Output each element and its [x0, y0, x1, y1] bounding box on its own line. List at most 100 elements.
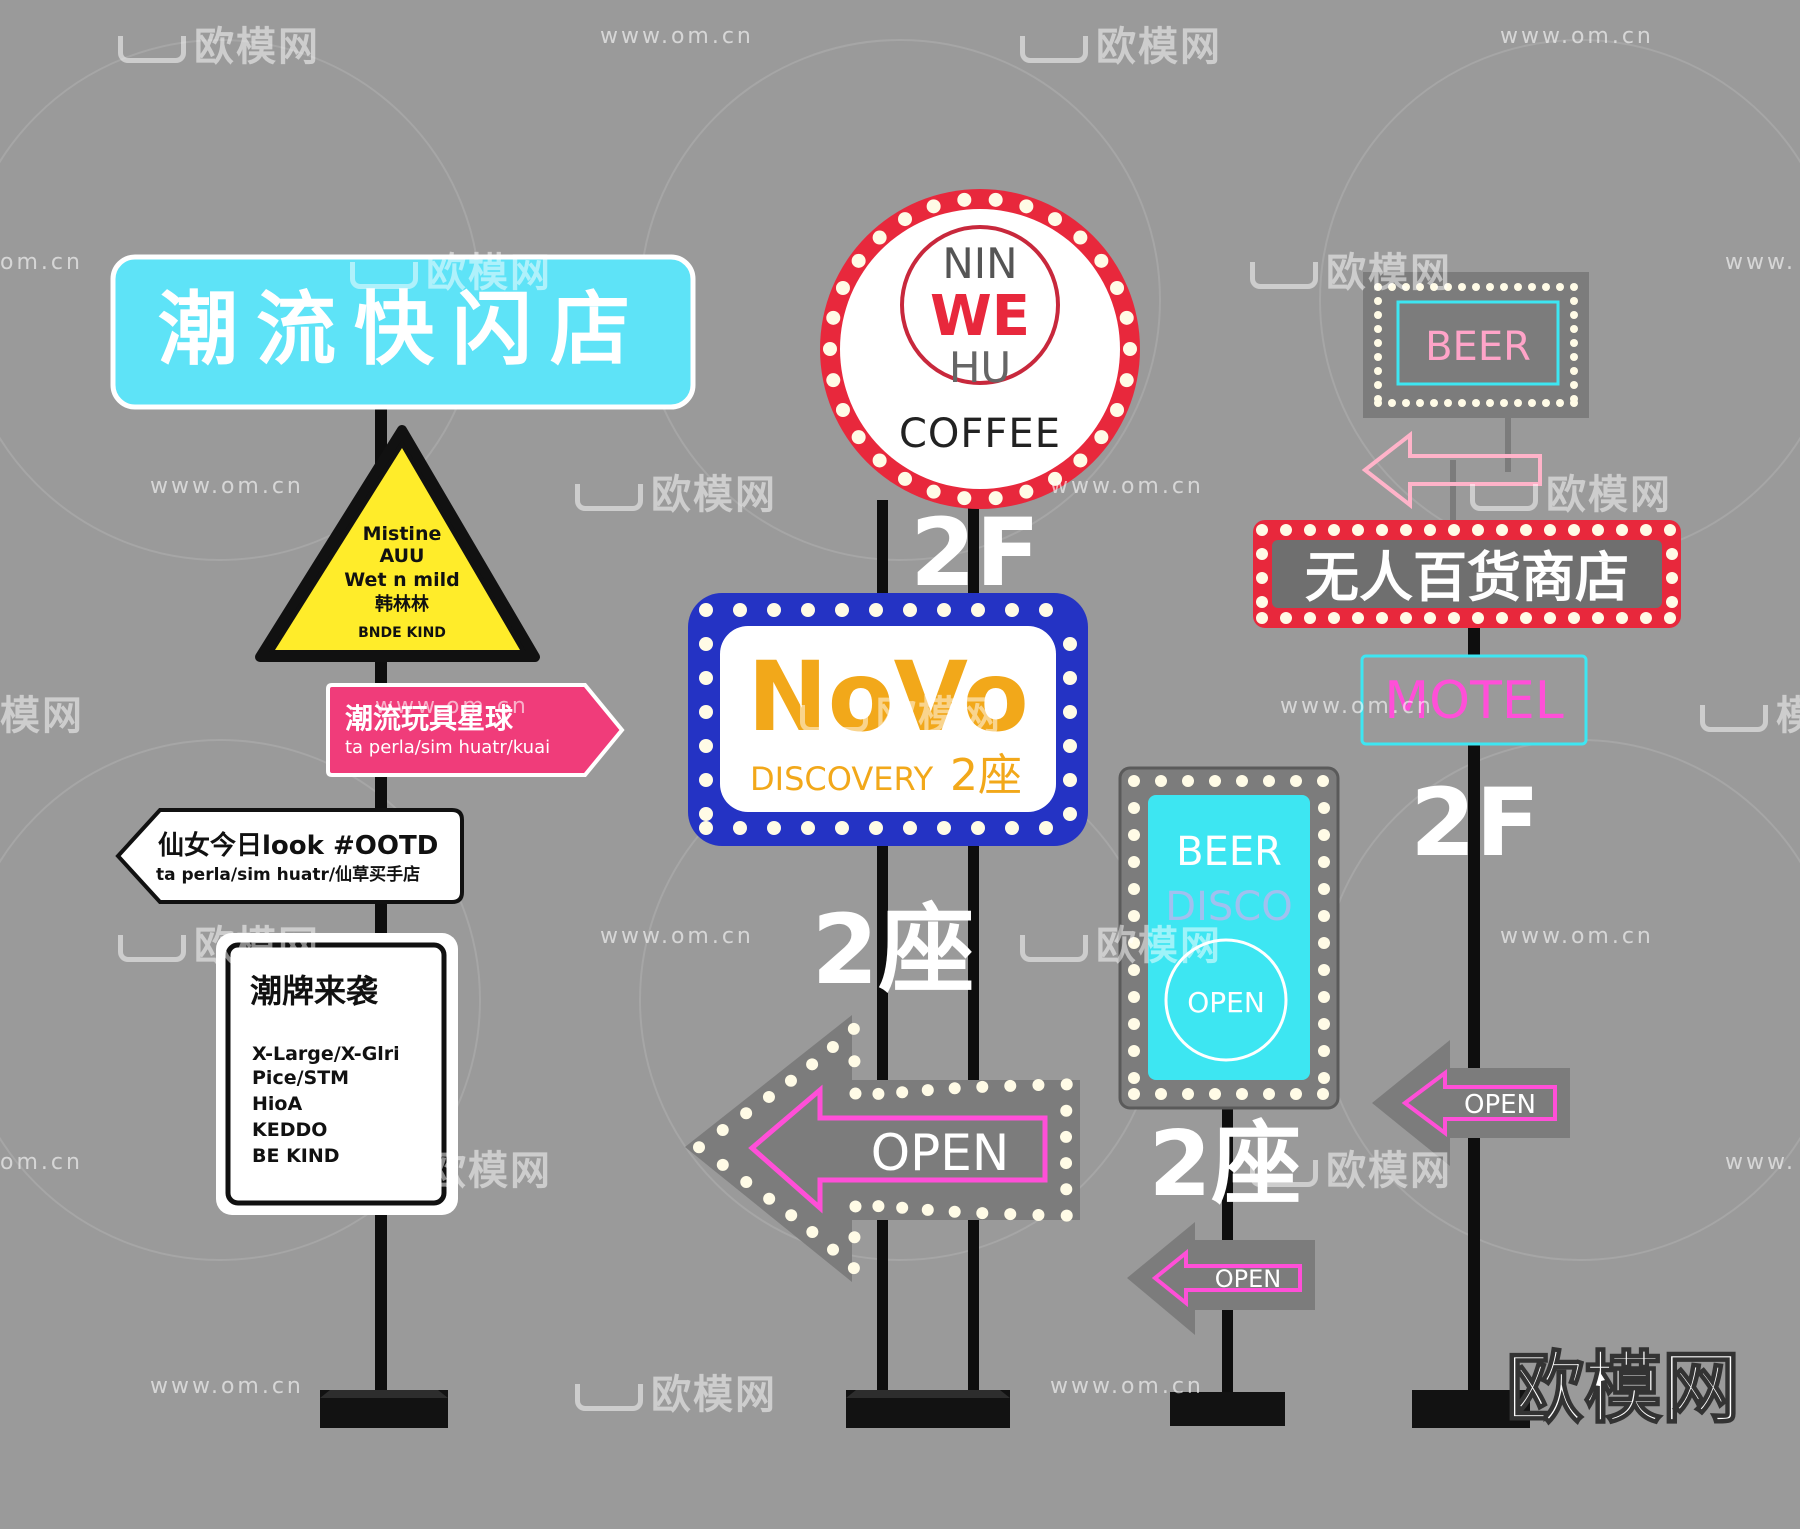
light-bulb: [1256, 612, 1268, 624]
light-bulb: [896, 1201, 909, 1214]
light-bulb: [1060, 1209, 1073, 1222]
beer-box-neon: [1396, 300, 1560, 386]
light-bulb: [1374, 395, 1382, 403]
light-bulb: [826, 373, 841, 388]
light-bulb: [827, 1243, 840, 1256]
light-bulb: [1128, 910, 1140, 922]
light-bulb: [699, 671, 713, 685]
light-bulb: [1472, 612, 1484, 624]
light-bulb: [1544, 612, 1556, 624]
light-bulb: [1032, 1208, 1045, 1221]
light-bulb: [699, 773, 713, 787]
light-bulb: [1376, 524, 1388, 536]
light-bulb: [1317, 1088, 1329, 1100]
brand-card-line-4: KEDDO: [252, 1119, 327, 1141]
light-bulb: [1458, 399, 1466, 407]
light-bulb: [1094, 430, 1109, 445]
right-open-arrow-neon: [1401, 1069, 1557, 1137]
light-bulb: [937, 603, 951, 617]
light-bulb: [1520, 524, 1532, 536]
light-bulb: [1592, 524, 1604, 536]
brand-card: [225, 942, 447, 1206]
light-bulb: [896, 1086, 909, 1099]
light-bulb: [903, 603, 917, 617]
disco-text: DISCO: [1165, 884, 1292, 930]
light-bulb: [767, 821, 781, 835]
light-bulb: [948, 1082, 961, 1095]
light-bulb: [1318, 1018, 1330, 1030]
light-bulb: [1402, 399, 1410, 407]
seat-label: 2座: [812, 894, 975, 1006]
light-bulb: [851, 430, 866, 445]
light-bulb: [1128, 1072, 1140, 1084]
sign-group-3: BEER DISCO OPEN 2座 OPEN: [1118, 766, 1340, 1426]
light-bulb: [1666, 572, 1678, 584]
light-bulb: [1444, 399, 1452, 407]
watermark-logo: 欧模网: [1250, 240, 1452, 298]
light-bulb: [1640, 524, 1652, 536]
watermark-url: www.om.cn: [600, 24, 754, 49]
light-bulb: [826, 1041, 839, 1054]
light-bulb: [1570, 353, 1578, 361]
hanger: [1505, 412, 1511, 472]
light-bulb: [1424, 612, 1436, 624]
light-bulb: [869, 603, 883, 617]
light-bulb: [835, 821, 849, 835]
light-bulb: [699, 739, 713, 753]
light-bulb: [1318, 856, 1330, 868]
light-bulb: [1236, 775, 1248, 787]
light-bulb: [1236, 1088, 1248, 1100]
watermark-logo: 欧模网: [118, 913, 320, 971]
light-bulb: [1556, 283, 1564, 291]
light-bulb: [1570, 283, 1578, 291]
light-bulb: [921, 1203, 934, 1216]
light-bulb: [1570, 339, 1578, 347]
disco-open: OPEN: [1187, 986, 1265, 1019]
light-bulb: [1430, 283, 1438, 291]
light-bulb: [1416, 399, 1424, 407]
light-bulb: [1019, 199, 1034, 214]
pole-base: [1412, 1390, 1530, 1428]
light-bulb: [1119, 373, 1134, 388]
light-bulb: [1500, 399, 1508, 407]
light-bulb: [869, 821, 883, 835]
light-bulb: [1430, 399, 1438, 407]
light-bulb: [1060, 1157, 1073, 1170]
light-bulb: [1290, 775, 1302, 787]
light-bulb: [1318, 802, 1330, 814]
light-bulb: [1060, 1130, 1073, 1143]
coffee-logo-top: NIN: [942, 239, 1017, 288]
light-bulb: [848, 1055, 861, 1068]
light-bulb: [847, 1262, 860, 1275]
brand-card-title: 潮牌来袭: [250, 972, 379, 1010]
light-bulb: [1110, 280, 1125, 295]
light-bulb: [1005, 603, 1019, 617]
light-bulb: [1280, 524, 1292, 536]
light-bulb: [835, 603, 849, 617]
light-bulb: [1388, 283, 1396, 291]
watermark-logo: 欧模网: [575, 462, 777, 520]
light-bulb: [1063, 773, 1077, 787]
store-bulbs: [1256, 524, 1678, 624]
light-bulb: [1416, 283, 1424, 291]
trend-popup-board: [110, 254, 696, 410]
light-bulb: [1063, 705, 1077, 719]
light-bulb: [835, 403, 850, 418]
light-bulb: [1063, 637, 1077, 651]
light-bulb: [1304, 612, 1316, 624]
light-bulb: [1063, 739, 1077, 753]
light-bulb: [1128, 991, 1140, 1003]
light-bulb: [898, 212, 912, 227]
watermark-url: www.om.cn: [150, 1374, 304, 1399]
white-arrow-sign: [115, 808, 464, 904]
light-bulb: [1374, 283, 1382, 291]
light-bulb: [1472, 524, 1484, 536]
light-bulb: [1128, 856, 1140, 868]
light-bulb: [948, 1205, 961, 1218]
small-open-arrow-panel: [1127, 1222, 1315, 1335]
light-bulb: [1318, 991, 1330, 1003]
light-bulb: [1374, 311, 1382, 319]
light-bulb: [1123, 342, 1137, 356]
light-bulb: [872, 1087, 885, 1100]
